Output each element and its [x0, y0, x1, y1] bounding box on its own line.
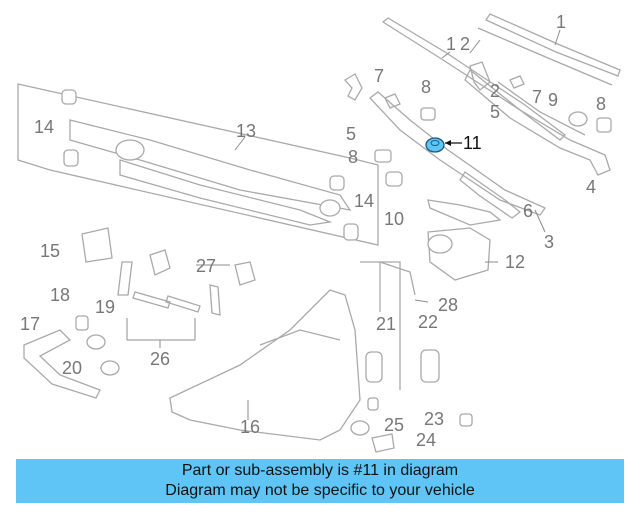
linkage-part [459, 171, 522, 219]
nozzle-part [149, 249, 171, 276]
callout-label: 21 [376, 314, 396, 334]
callout-label: 27 [196, 256, 216, 276]
bracket-part [81, 227, 113, 263]
callout-label: 15 [40, 241, 60, 261]
bushing-part [343, 223, 359, 241]
hook-part [469, 61, 491, 91]
callout-label: 7 [532, 87, 542, 107]
info-banner: Part or sub-assembly is #11 in diagram D… [16, 459, 624, 503]
callout-label: 22 [418, 312, 438, 332]
callout-label: 8 [596, 94, 606, 114]
callout-label: 6 [523, 201, 533, 221]
leader-lines [126, 29, 561, 420]
bushing-part [63, 149, 79, 167]
callout-label: 24 [416, 430, 436, 450]
callout-label: 14 [34, 117, 54, 137]
banner-line-part-number: Part or sub-assembly is #11 in diagram [181, 462, 459, 479]
grommet-part [459, 413, 473, 427]
callout-numbers: 1 1 2 2 3 4 5 5 6 7 7 8 8 8 9 10 11 12 1… [20, 12, 606, 450]
highlighted-part-11 [425, 137, 462, 153]
callout-label: 8 [421, 77, 431, 97]
hose-part [23, 329, 101, 399]
grommet-part [367, 397, 379, 411]
bushing-part [61, 89, 77, 105]
callout-label: 16 [240, 417, 260, 437]
sensor-part [371, 433, 395, 453]
callout-label: 5 [346, 124, 356, 144]
callout-label: 23 [424, 409, 444, 429]
cap-part [568, 111, 588, 127]
reservoir-part [169, 289, 361, 441]
callout-label: 26 [150, 349, 170, 369]
callout-label: 13 [236, 121, 256, 141]
nut-parts [374, 107, 612, 163]
callout-label: 5 [490, 102, 500, 122]
grommet-part [350, 420, 370, 436]
callout-label: 7 [374, 66, 384, 86]
callout-label: 10 [384, 209, 404, 229]
parts-diagram: 1 1 2 2 3 4 5 5 6 7 7 8 8 8 9 10 11 12 1… [17, 12, 621, 453]
callout-label: 25 [384, 415, 404, 435]
wiring-part [360, 261, 416, 390]
motor-part [427, 227, 491, 281]
callout-label: 4 [586, 177, 596, 197]
callout-label: 3 [544, 232, 554, 252]
callout-label: 17 [20, 314, 40, 334]
callout-label: 18 [50, 285, 70, 305]
linkage-part [427, 199, 502, 226]
callout-label: 19 [95, 297, 115, 317]
cap-part [86, 334, 106, 350]
hook-part [343, 73, 363, 101]
grommet-part [75, 315, 89, 331]
wiper-arm-parts [369, 68, 611, 216]
pump-parts [365, 349, 440, 383]
nut-part [385, 171, 403, 187]
bushing-part [329, 175, 345, 191]
callout-label: 28 [438, 295, 458, 315]
callout-label: 2 [460, 34, 470, 54]
callout-label: 8 [348, 147, 358, 167]
callout-label: 20 [62, 358, 82, 378]
clip-part [509, 75, 525, 89]
callout-label: 1 [446, 34, 456, 54]
hose-parts [117, 261, 221, 316]
wiper-frame-part [17, 83, 379, 246]
callout-label: 12 [505, 252, 525, 272]
callout-label: 14 [354, 191, 374, 211]
cap-part [100, 360, 120, 376]
clip-part [384, 93, 401, 109]
callout-label: 1 [556, 12, 566, 32]
nozzle-part [234, 261, 256, 286]
banner-line-disclaimer: Diagram may not be specific to your vehi… [165, 482, 475, 499]
callout-label: 2 [490, 81, 500, 101]
callout-label-highlighted: 11 [463, 133, 482, 153]
callout-label: 9 [548, 90, 558, 110]
